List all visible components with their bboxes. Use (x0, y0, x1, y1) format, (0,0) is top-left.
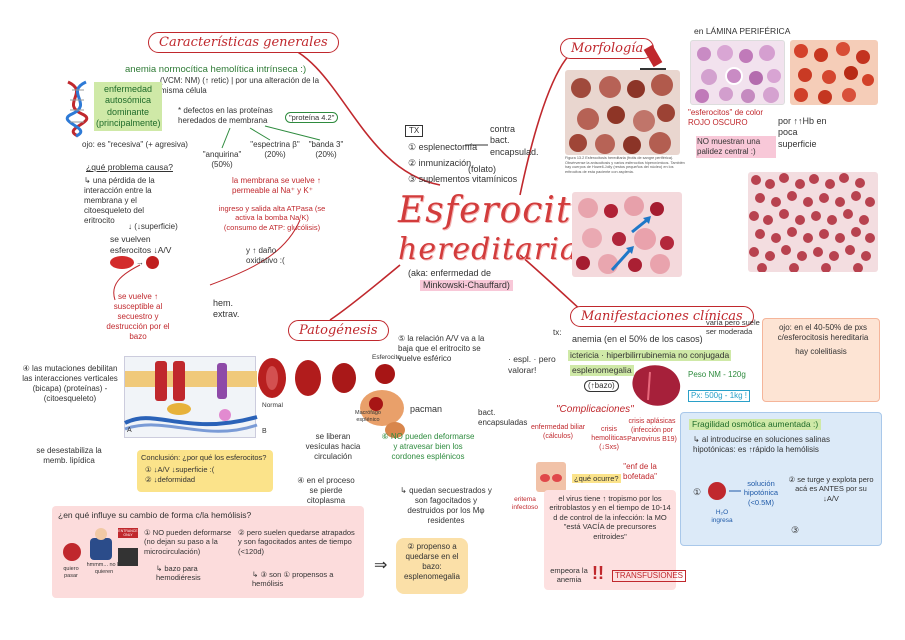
complicaciones-title: "Complicaciones" (556, 404, 634, 417)
eritema-text: eritema infectoso (508, 496, 542, 512)
hay-colelitiasis: hay colelitiasis (763, 343, 879, 361)
transfusiones-text: TRANSFUSIONES (612, 570, 686, 582)
virus-text: el virus tiene ↑ tropismo por los eritro… (544, 490, 676, 545)
solucion-text: solución hipotónica (<0.5M) (735, 479, 787, 507)
crisis-aplasicas: crisis aplásicas (infección por Parvovir… (622, 418, 682, 444)
step-3: ③ (791, 525, 799, 536)
quinta-enf: "enf de la bofetada" (612, 462, 668, 482)
ojo-text: ojo: en el 40-50% de pxs c/esferocitosis… (763, 319, 879, 343)
turge-text: ② se turge y explota pero acá es ANTES p… (787, 475, 875, 503)
peso-nm: Peso NM - 120g (688, 370, 746, 380)
peso-px: Px: 500g - 1kg ! (688, 390, 750, 402)
h2o-text: H₂O ingresa (707, 509, 737, 525)
colelitiasis-box: ojo: en el 40-50% de pxs c/esferocitosis… (762, 318, 880, 402)
fragilidad-box: Fragilidad osmótica aumentada :) ↳ al in… (680, 412, 882, 546)
enf-biliar: enfermedad biliar (cálculos) (530, 424, 586, 442)
eritema-photo (536, 462, 566, 492)
empeora-text: empeora la anemia (550, 566, 588, 585)
